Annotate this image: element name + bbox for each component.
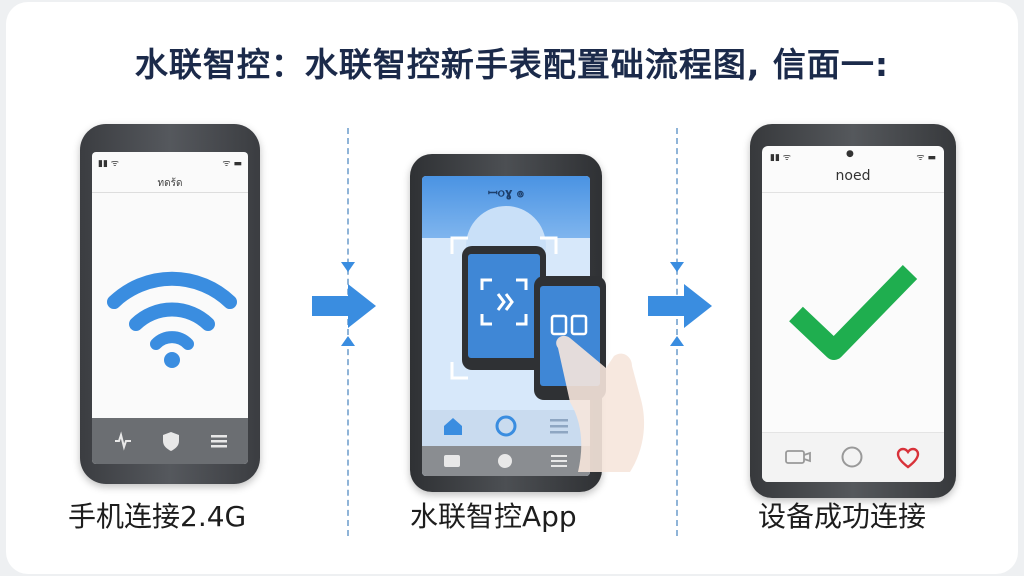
circle-icon[interactable] bbox=[494, 414, 518, 438]
menu-icon[interactable] bbox=[208, 430, 230, 452]
arrow-up-marker-1 bbox=[341, 336, 355, 346]
screen-label: ทดร้ด bbox=[157, 178, 183, 189]
separator bbox=[762, 192, 944, 193]
divider-right bbox=[676, 128, 678, 536]
bottom-nav bbox=[762, 432, 944, 482]
step-3-caption: 设备成功连接 bbox=[758, 500, 927, 533]
arrow-right-2 bbox=[648, 284, 712, 328]
phone-screen-3: ▮▮ ᯤ ● ᯤ ▬ noed bbox=[762, 146, 944, 482]
status-bar: ▮▮ ᯤ ● ᯤ ▬ bbox=[770, 149, 936, 163]
arrow-right-1 bbox=[312, 284, 376, 328]
check-icon bbox=[789, 265, 918, 360]
signal-icon[interactable] bbox=[112, 430, 134, 452]
divider-left bbox=[347, 128, 349, 536]
system-bar-icon-apple[interactable] bbox=[498, 454, 512, 468]
qr-scan-icon bbox=[480, 278, 528, 326]
arrow-down-marker-2 bbox=[670, 262, 684, 272]
circle-icon[interactable] bbox=[840, 445, 864, 469]
step-1-caption: 手机连接2.4G bbox=[68, 500, 247, 533]
system-menu-icon[interactable] bbox=[550, 454, 568, 468]
status-bar: ▮▮ ᯤ ᯤ ▬ bbox=[98, 159, 242, 169]
scan-result-icon bbox=[550, 314, 588, 336]
arrow-down-marker-1 bbox=[341, 262, 355, 272]
phone-screen-1: ▮▮ ᯤ ᯤ ▬ ทดร้ด bbox=[92, 152, 248, 464]
arrow-up-marker-2 bbox=[670, 336, 684, 346]
page-title: 水联智控：水联智控新手表配置础流程图, 信面一: bbox=[134, 45, 890, 84]
wifi-icon bbox=[107, 271, 237, 368]
hand-icon bbox=[556, 335, 645, 472]
device-icon[interactable] bbox=[784, 448, 812, 466]
system-bar-icon-square[interactable] bbox=[444, 455, 460, 467]
screen-label: ꟷ૦ɣ ๏ bbox=[487, 186, 525, 200]
screen-label: noed bbox=[835, 168, 871, 184]
inner-phone-screen bbox=[468, 254, 540, 358]
inner-phone-back bbox=[462, 246, 546, 370]
separator bbox=[92, 192, 248, 193]
phone-step-3: ▮▮ ᯤ ● ᯤ ▬ noed bbox=[750, 124, 956, 498]
shield-icon[interactable] bbox=[160, 430, 182, 452]
heart-icon[interactable] bbox=[896, 447, 920, 469]
phone-step-1: ▮▮ ᯤ ᯤ ▬ ทดร้ด bbox=[80, 124, 260, 484]
menu-icon[interactable] bbox=[548, 416, 570, 436]
step-2-caption: 水联智控App bbox=[410, 500, 577, 533]
home-icon[interactable] bbox=[442, 416, 464, 436]
